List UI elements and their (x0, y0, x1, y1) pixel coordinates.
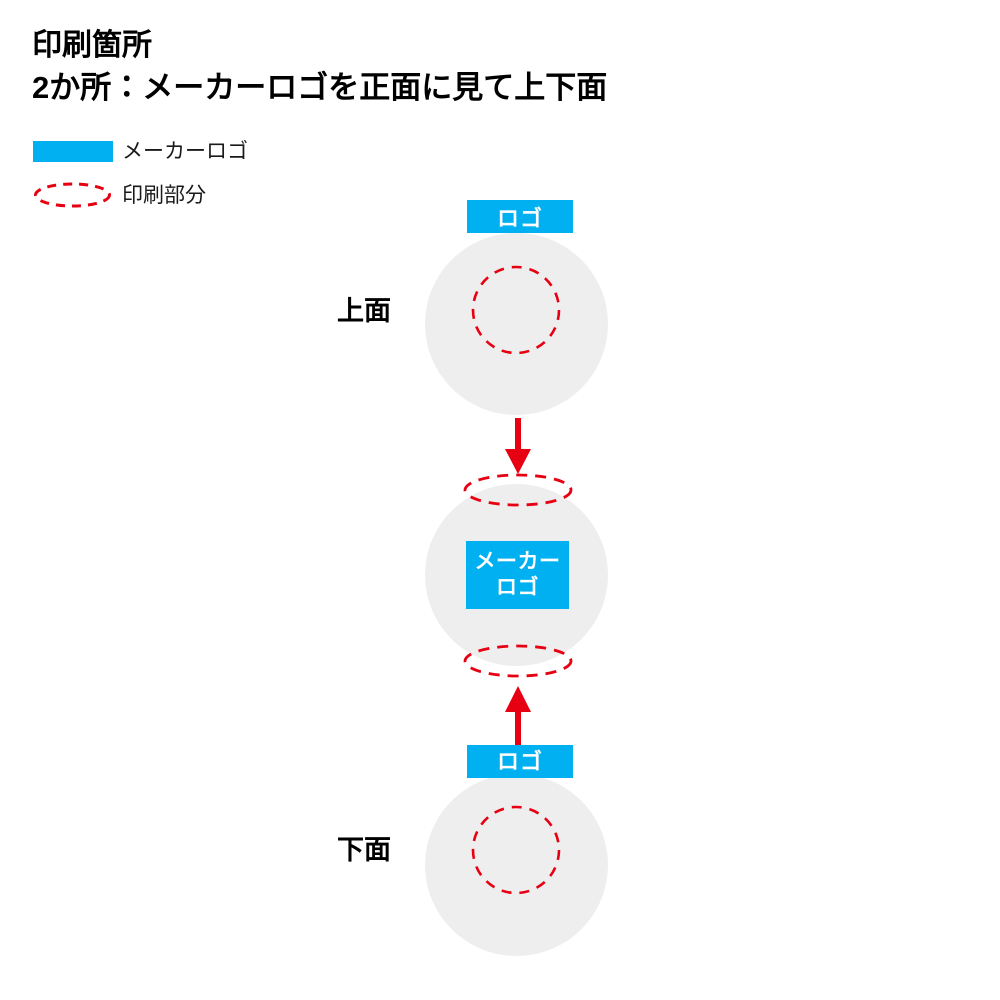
logo-badge-front: メーカー ロゴ (466, 541, 569, 609)
cyan-rectangle-icon (33, 141, 113, 162)
red-dashed-ellipse-icon (34, 182, 111, 208)
product-bottom-view (425, 774, 608, 956)
legend-item-label: メーカーロゴ (122, 140, 248, 163)
arrow-down-icon (505, 418, 531, 474)
logo-badge-line-1: メーカー (474, 550, 561, 573)
label-bottom-face: 下面 (337, 835, 391, 865)
logo-badge-line-2: ロゴ (496, 576, 539, 599)
page-title: 印刷箇所 (32, 29, 152, 62)
logo-badge-bottom: ロゴ (467, 745, 573, 778)
legend-item-label: 印刷部分 (122, 184, 206, 207)
legend-item-maker-logo: メーカーロゴ (33, 138, 453, 174)
header-block: 印刷箇所 2か所：メーカーロゴを正面に見て上下面 (32, 26, 932, 110)
page-subtitle: 2か所：メーカーロゴを正面に見て上下面 (32, 70, 608, 105)
arrow-up-icon (505, 686, 531, 745)
logo-badge-top: ロゴ (467, 200, 573, 233)
legend: メーカーロゴ 印刷部分 (33, 138, 453, 210)
label-top-face: 上面 (337, 296, 391, 326)
product-top-view (425, 233, 608, 415)
legend-item-print-area: 印刷部分 (33, 174, 453, 210)
